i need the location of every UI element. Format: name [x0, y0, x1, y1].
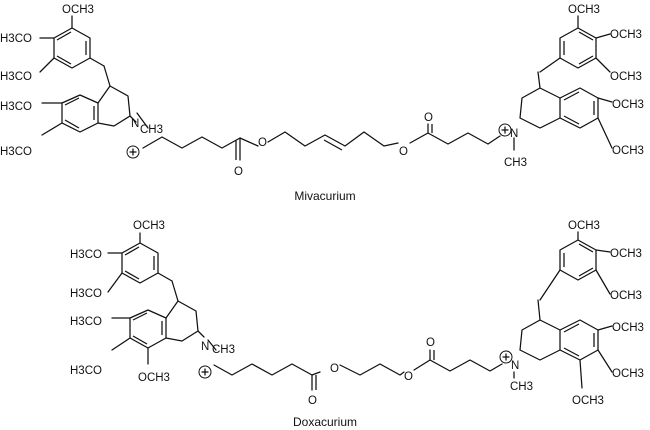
right-linker-chain: [413, 349, 503, 372]
carbonyl-oxygen: O: [424, 112, 433, 124]
molecule-caption: Doxacurium: [293, 415, 357, 429]
right-trimethoxyphenyl-ring: [539, 231, 611, 301]
methoxy-group: H3CO: [0, 71, 32, 83]
central-linker: [267, 131, 399, 151]
methoxy-group: OCH3: [612, 99, 644, 111]
quaternary-nitrogen: N: [201, 341, 209, 353]
carbonyl-oxygen: O: [234, 166, 243, 178]
methoxy-group: H3CO: [0, 33, 32, 45]
methoxy-group: OCH3: [610, 248, 642, 260]
ester-oxygen: O: [258, 137, 267, 149]
ester-oxygen: O: [399, 146, 408, 158]
methoxy-group: OCH3: [62, 4, 94, 16]
methoxy-group: OCH3: [133, 220, 165, 232]
right-isoquinoline-ring: [513, 299, 613, 389]
methoxy-group: H3CO: [70, 365, 102, 377]
methoxy-group: OCH3: [568, 220, 600, 232]
molecule-caption: Mivacurium: [294, 189, 355, 203]
central-linker: [339, 363, 405, 376]
left-trimethoxyphenyl-ring: [39, 15, 105, 73]
left-isoquinoline-ring: [111, 280, 217, 365]
methoxy-group: OCH3: [610, 71, 642, 83]
doxacurium-structure: OCH3 H3CO H3CO H3CO H3CO OCH3 N CH3: [70, 220, 644, 429]
right-linker-chain: [409, 123, 501, 145]
n-methyl-group: CH3: [212, 344, 235, 356]
ester-oxygen: O: [404, 371, 413, 383]
methoxy-group: OCH3: [572, 395, 604, 407]
methoxy-group: OCH3: [612, 145, 644, 157]
quaternary-nitrogen: N: [131, 118, 139, 130]
quaternary-nitrogen: N: [511, 360, 519, 372]
methoxy-group: H3CO: [0, 146, 32, 158]
ester-oxygen: O: [330, 363, 339, 375]
carbonyl-oxygen: O: [426, 337, 435, 349]
left-isoquinoline-ring: [41, 65, 149, 136]
methoxy-group: OCH3: [612, 322, 644, 334]
methoxy-group: H3CO: [70, 288, 102, 300]
n-methyl-group: CH3: [504, 157, 527, 169]
methoxy-group: OCH3: [568, 4, 600, 16]
methoxy-group: H3CO: [70, 249, 102, 261]
mivacurium-structure: OCH3 H3CO H3CO H3CO H3CO N CH3 O: [0, 4, 644, 203]
left-trimethoxyphenyl-ring: [107, 232, 173, 293]
methoxy-group: OCH3: [610, 29, 642, 41]
right-isoquinoline-ring: [513, 71, 613, 151]
n-methyl-group: CH3: [510, 381, 533, 393]
quaternary-nitrogen: N: [510, 128, 518, 140]
methoxy-group: H3CO: [0, 101, 32, 113]
methoxy-group: H3CO: [70, 316, 102, 328]
carbonyl-oxygen: O: [308, 395, 317, 407]
n-methyl-group: CH3: [140, 124, 163, 136]
methoxy-group: OCH3: [138, 372, 170, 384]
methoxy-group: OCH3: [612, 368, 644, 380]
left-linker-chain: [142, 136, 259, 161]
left-linker-chain: [213, 363, 321, 391]
right-trimethoxyphenyl-ring: [539, 15, 611, 73]
methoxy-group: OCH3: [610, 290, 642, 302]
